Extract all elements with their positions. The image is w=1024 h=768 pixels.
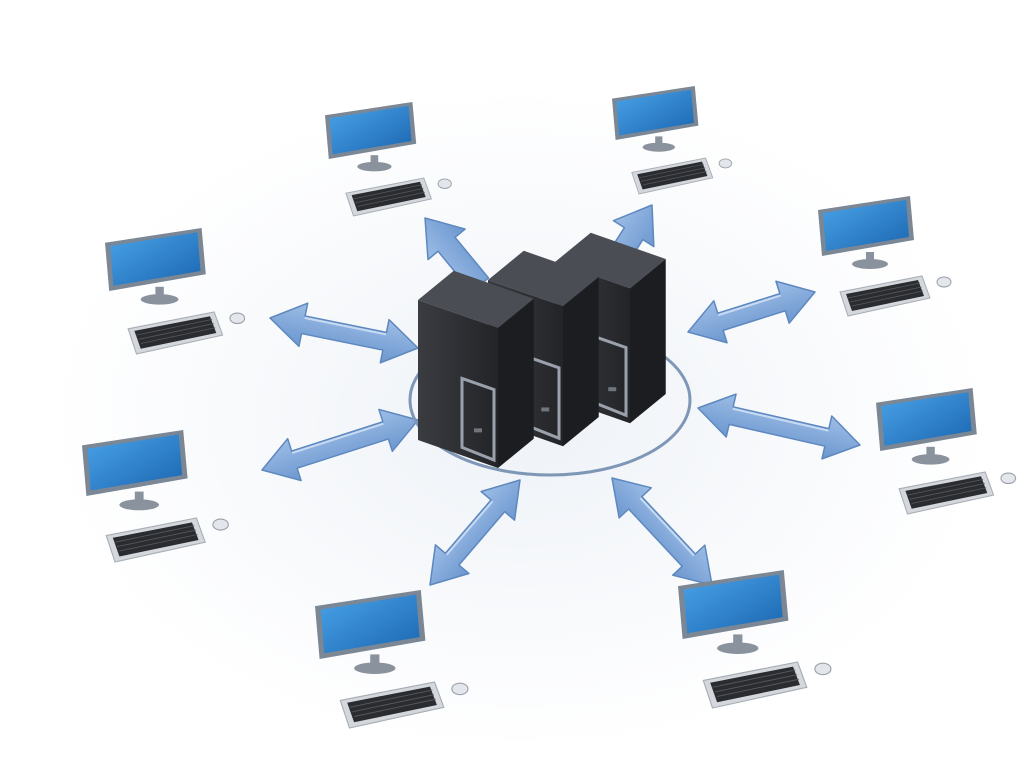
keyboard: [702, 661, 808, 709]
mouse: [718, 158, 733, 169]
keyboard: [345, 177, 433, 217]
mouse: [437, 178, 452, 189]
client-right-upper: [818, 196, 952, 317]
arrow-top-left: [424, 217, 490, 293]
arrow-bottom-left: [429, 479, 521, 586]
desktop-computer-icon: [325, 102, 417, 159]
client-left-upper: [105, 228, 246, 355]
client-top-right: [612, 86, 733, 195]
desktop-computer-icon: [105, 228, 206, 291]
desktop-computer-icon: [818, 196, 914, 256]
arrow-right-lower: [697, 393, 861, 460]
keyboard: [839, 275, 931, 317]
mouse: [212, 518, 229, 531]
arrow-right-upper: [687, 280, 816, 344]
mouse: [229, 312, 246, 325]
desktop-computer-icon: [612, 86, 699, 140]
mouse: [451, 682, 469, 696]
client-computers: [82, 86, 1017, 729]
client-top-left: [325, 102, 452, 217]
keyboard: [105, 517, 206, 563]
desktop-computer-icon: [678, 570, 789, 639]
mouse: [1000, 472, 1017, 485]
mouse: [814, 662, 832, 676]
client-right-lower: [876, 388, 1017, 515]
server-tower-left: [418, 270, 534, 468]
client-left-lower: [82, 430, 229, 563]
desktop-computer-icon: [315, 590, 426, 659]
server-cluster: [418, 232, 666, 468]
keyboard: [127, 311, 224, 355]
monitor-stand: [717, 642, 759, 654]
desktop-computer-icon: [82, 430, 188, 496]
keyboard: [898, 471, 995, 515]
desktop-computer-icon: [876, 388, 977, 451]
keyboard: [631, 157, 714, 195]
client-bottom-right: [678, 570, 832, 709]
mouse: [936, 276, 952, 288]
client-bottom-left: [315, 590, 469, 729]
keyboard: [339, 681, 445, 729]
monitor-stand: [354, 662, 396, 674]
